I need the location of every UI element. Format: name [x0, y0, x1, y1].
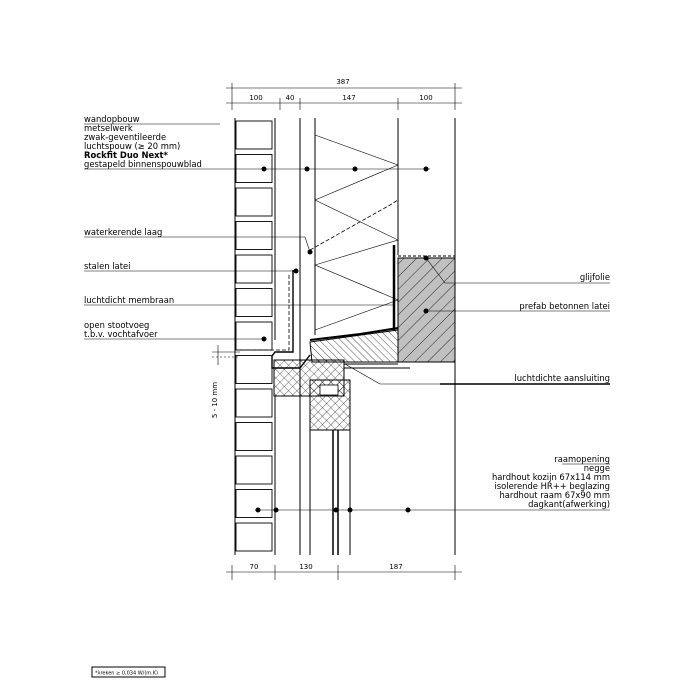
label-airtight-membrane: luchtdicht membraan — [84, 295, 174, 305]
label-steel-lintel: stalen latei — [84, 261, 130, 271]
dimension-segment: 130 — [299, 563, 312, 571]
label-cavity-width: luchtspouw (≥ 20 mm) — [84, 141, 180, 151]
brick — [235, 120, 273, 150]
dimension-segment: 147 — [342, 94, 355, 102]
brick — [235, 388, 273, 418]
label-glazing: isolerende HR++ beglazing — [494, 481, 610, 491]
label-frame: hardhout kozijn 67x114 mm — [492, 472, 610, 482]
dimension-segment: 40 — [286, 94, 295, 102]
label-reveal-finish: dagkant(afwerking) — [528, 499, 610, 509]
bottom-dimensions: 70 130 187 — [226, 563, 462, 580]
brick — [235, 288, 273, 317]
label-open-joint: open stootvoeg — [84, 320, 149, 330]
label-wall-build-up: wandopbouw — [84, 114, 140, 124]
hardwood-frame — [273, 359, 410, 555]
label-window-opening: raamopening — [554, 454, 610, 464]
dimension-joint: 5 - 10 mm — [211, 382, 219, 418]
right-labels: glijfolie prefab betonnen latei luchtdic… — [255, 255, 610, 513]
brick — [235, 254, 273, 284]
label-inner-leaf: gestapeld binnenspouwblad — [84, 159, 202, 169]
dimension-total: 387 — [336, 78, 349, 86]
top-dimensions: 387 100 40 147 100 — [226, 78, 462, 110]
brick — [235, 221, 273, 250]
side-dimension: 5 - 10 mm — [211, 345, 240, 418]
label-reveal: negge — [584, 463, 610, 473]
brick — [235, 422, 273, 451]
label-cavity: zwak-geventileerde — [84, 132, 166, 142]
label-water-barrier: waterkerende laag — [84, 227, 162, 237]
brick — [235, 455, 273, 485]
brick — [235, 321, 273, 351]
label-airtight-connection: luchtdichte aansluiting — [514, 373, 610, 383]
dimension-segment: 100 — [419, 94, 432, 102]
left-labels: wandopbouw metselwerk zwak-geventileerde… — [84, 114, 430, 342]
inner-leaf — [392, 118, 456, 555]
label-insulation: Rockfit Duo Next* — [84, 150, 169, 160]
brick — [235, 355, 273, 384]
label-precast-lintel: prefab betonnen latei — [519, 301, 610, 311]
brick — [235, 187, 273, 217]
label-moisture-drain: t.b.v. vochtafvoer — [84, 329, 158, 339]
label-masonry: metselwerk — [84, 123, 133, 133]
window-head-sill — [309, 327, 399, 363]
dimension-segment: 187 — [389, 563, 402, 571]
dimension-segment: 100 — [249, 94, 262, 102]
brick — [235, 522, 273, 552]
label-sash: hardhout raam 67x90 mm — [499, 490, 610, 500]
footnote-text: *λreken ≥ 0,034 W/(m.K) — [95, 671, 158, 677]
dimension-segment: 70 — [250, 563, 259, 571]
brick-outer-leaf — [234, 118, 276, 555]
footnote-box: *λreken ≥ 0,034 W/(m.K) — [91, 666, 166, 678]
brick — [235, 154, 273, 183]
brick — [235, 489, 273, 518]
label-slip-foil: glijfolie — [580, 272, 610, 282]
